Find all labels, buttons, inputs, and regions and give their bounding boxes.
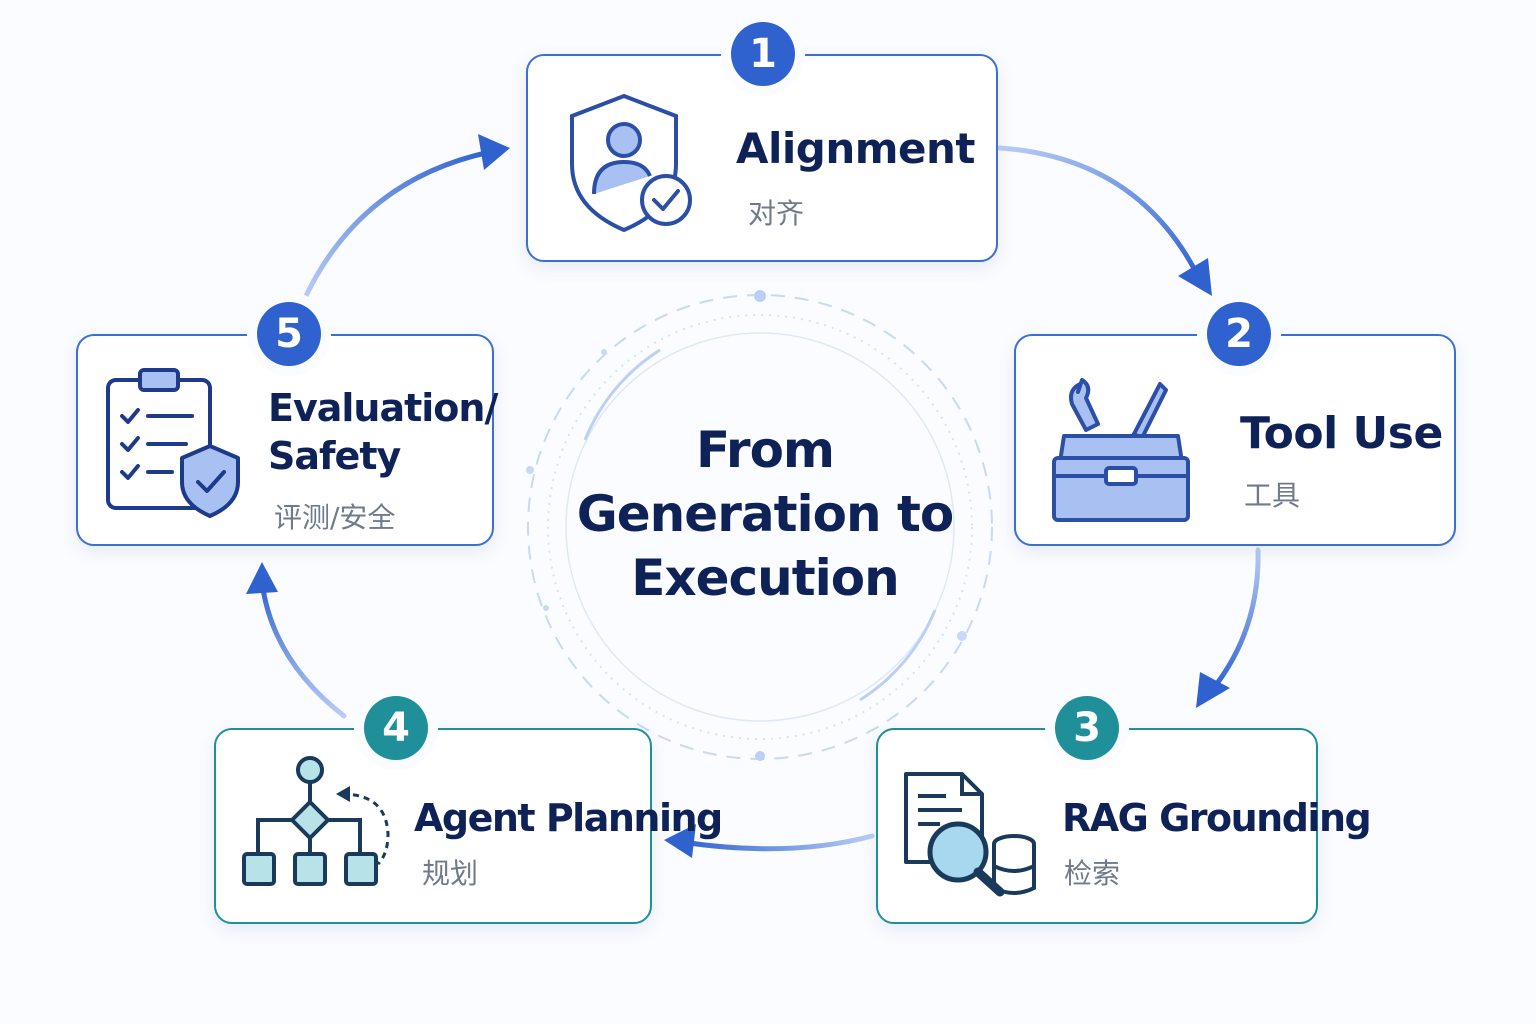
- center-title-line3: Execution: [631, 549, 900, 607]
- arrow-alignment-to-tool-use: [997, 145, 1212, 296]
- arrow-tool-use-to-rag: [1196, 547, 1261, 708]
- center-rings: [526, 290, 993, 761]
- toolbox-icon: [1052, 378, 1190, 522]
- center-title: From Generation to Execution: [560, 418, 970, 610]
- clipboard-shield-icon: [106, 368, 240, 518]
- step-subtitle-tool-use: 工具: [1244, 479, 1301, 512]
- step-number-badge-4: 4: [364, 696, 428, 760]
- step-number-badge-1: 1: [731, 22, 795, 86]
- step-title-rag-grounding: RAG Grounding: [1062, 796, 1372, 840]
- step-card-alignment: [526, 54, 998, 262]
- center-title-line2: Generation to: [576, 485, 955, 543]
- step-number-badge-3: 3: [1055, 696, 1119, 760]
- step-card-agent-planning: [214, 728, 652, 924]
- step-title-tool-use: Tool Use: [1240, 408, 1443, 459]
- document-search-database-icon: [904, 772, 1036, 897]
- step-number-badge-5: 5: [257, 302, 321, 366]
- step-subtitle-evaluation-safety: 评测/安全: [274, 501, 396, 534]
- step-subtitle-rag-grounding: 检索: [1064, 857, 1121, 890]
- step-title-evaluation-line2: Safety: [268, 434, 401, 478]
- step-number-badge-2: 2: [1207, 302, 1271, 366]
- shield-user-check-icon: [570, 93, 692, 233]
- step-title-evaluation-line1: Evaluation/: [268, 386, 498, 430]
- step-title-agent-planning: Agent Planning: [414, 796, 723, 840]
- center-title-line1: From: [695, 421, 835, 479]
- arrow-planning-to-evaluation: [246, 562, 347, 719]
- flowchart-icon: [242, 756, 390, 886]
- step-subtitle-alignment: 对齐: [748, 197, 805, 230]
- arrow-evaluation-to-alignment: [301, 134, 510, 303]
- step-title-alignment: Alignment: [736, 124, 976, 173]
- step-subtitle-agent-planning: 规划: [422, 857, 479, 890]
- arrow-rag-to-planning: [664, 824, 875, 858]
